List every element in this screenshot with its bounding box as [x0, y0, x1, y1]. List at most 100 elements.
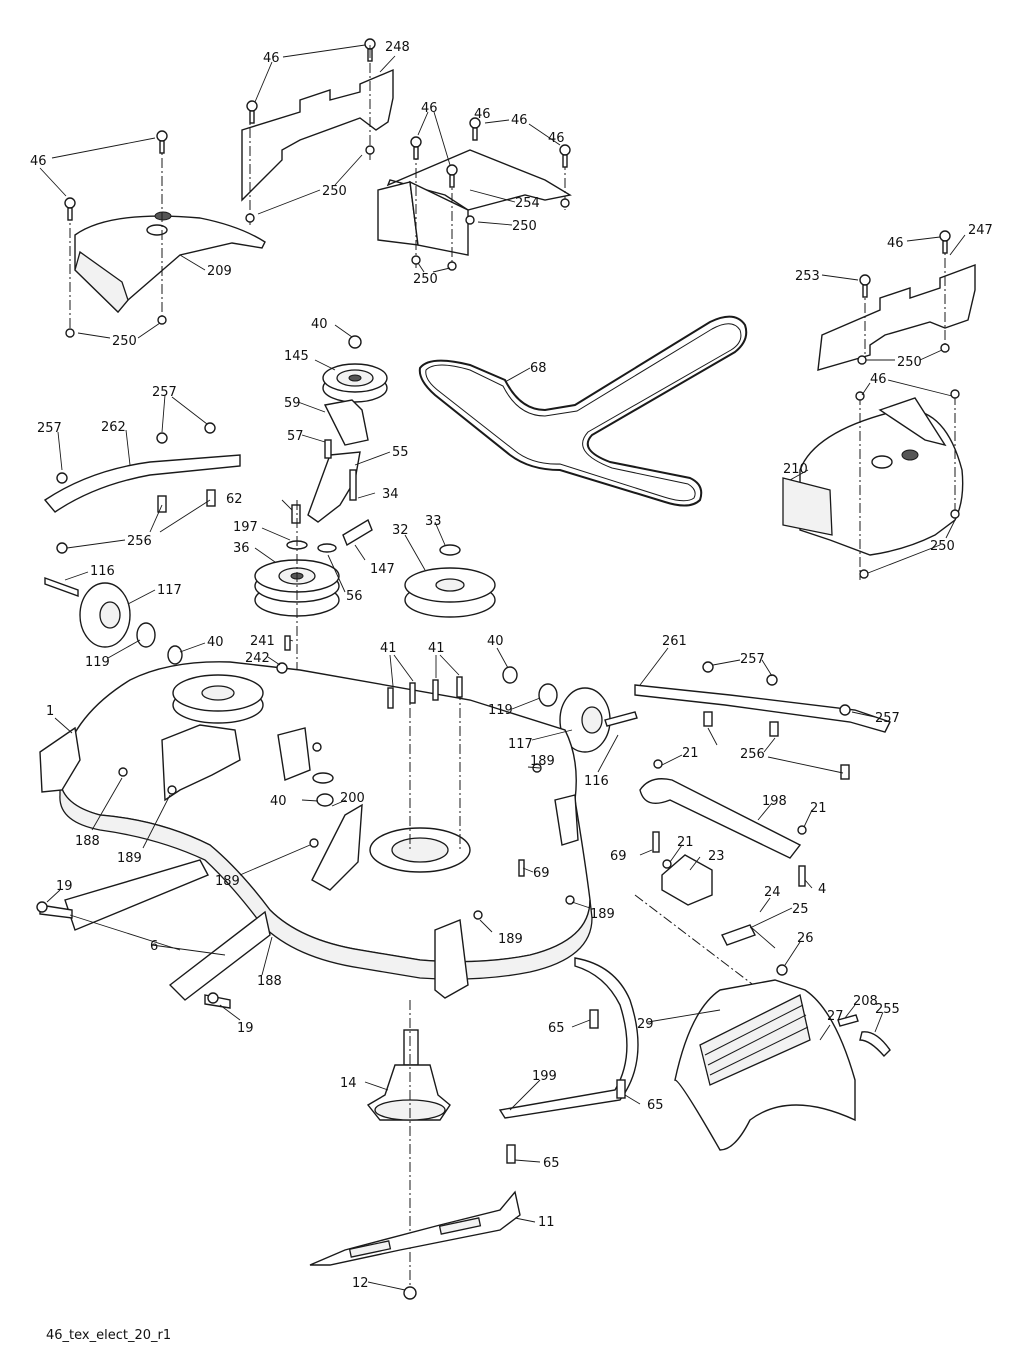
callout-69: 69 [533, 866, 550, 881]
callout-56: 56 [346, 589, 363, 604]
callout-19: 19 [237, 1021, 254, 1036]
callout-256: 256 [127, 534, 152, 549]
callout-6: 6 [150, 939, 158, 954]
wheel-117-right [502, 666, 638, 753]
callout-189: 189 [117, 851, 142, 866]
callout-46: 46 [30, 154, 47, 169]
wheel-117-left [44, 577, 183, 665]
callout-188: 188 [75, 834, 100, 849]
callout-65: 65 [647, 1098, 664, 1113]
callout-40: 40 [207, 635, 224, 650]
callout-27: 27 [827, 1009, 844, 1024]
callout-147: 147 [370, 562, 395, 577]
callout-14: 14 [340, 1076, 357, 1091]
shield-210 [782, 395, 964, 580]
callout-21: 21 [682, 746, 699, 761]
callout-257: 257 [875, 711, 900, 726]
cover-plate-247 [817, 240, 976, 371]
callout-41: 41 [428, 641, 445, 656]
callout-32: 32 [392, 523, 409, 538]
callout-23: 23 [708, 849, 725, 864]
callout-68: 68 [530, 361, 547, 376]
discharge-chute-27 [647, 979, 856, 1151]
callout-250: 250 [322, 184, 347, 199]
callout-250: 250 [413, 272, 438, 287]
mower-deck-1 [39, 661, 593, 999]
callout-256: 256 [740, 747, 765, 762]
chute-arm-199 [498, 957, 639, 1164]
callout-242: 242 [245, 651, 270, 666]
callout-11: 11 [538, 1215, 555, 1230]
callout-117: 117 [157, 583, 182, 598]
callout-117: 117 [508, 737, 533, 752]
callout-65: 65 [548, 1021, 565, 1036]
callout-253: 253 [795, 269, 820, 284]
callout-40: 40 [311, 317, 328, 332]
callout-189: 189 [590, 907, 615, 922]
callout-59: 59 [284, 396, 301, 411]
callout-210: 210 [783, 462, 808, 477]
callout-145: 145 [284, 349, 309, 364]
callout-62: 62 [226, 492, 243, 507]
callout-250: 250 [512, 219, 537, 234]
callout-41: 41 [380, 641, 397, 656]
callout-57: 57 [287, 429, 304, 444]
callout-46: 46 [511, 113, 528, 128]
callout-46: 46 [870, 372, 887, 387]
callout-188: 188 [257, 974, 282, 989]
belt-68 [418, 315, 748, 507]
shield-209 [69, 140, 266, 330]
callout-34: 34 [382, 487, 399, 502]
diagram-reference-code: 46_tex_elect_20_r1 [46, 1328, 172, 1343]
hardware-fasteners [36, 38, 960, 1058]
callout-250: 250 [930, 539, 955, 554]
callout-labels: 46 248 46 46 46 250 209 250 46 46 25 4 25… [30, 40, 993, 1291]
callout-46: 46 [474, 107, 491, 122]
callout-257: 257 [152, 385, 177, 400]
idler-pulley-145 [322, 335, 388, 446]
callout-208: 208 [853, 994, 878, 1009]
callout-262: 262 [101, 420, 126, 435]
idler-arm-55 [307, 439, 373, 547]
callout-119: 119 [85, 655, 110, 670]
callout-21: 21 [677, 835, 694, 850]
callout-255: 255 [875, 1002, 900, 1017]
stabilizer-bar-261 [634, 661, 891, 780]
callout-46: 46 [548, 131, 565, 146]
pulley-32 [404, 544, 496, 618]
callout-33: 33 [425, 514, 442, 529]
callout-198: 198 [762, 794, 787, 809]
callout-26: 26 [797, 931, 814, 946]
blade-11 [309, 1190, 521, 1300]
callout-46: 46 [263, 51, 280, 66]
callout-189: 189 [530, 754, 555, 769]
callout-46: 46 [421, 101, 438, 116]
callout-199: 199 [532, 1069, 557, 1084]
callout-4: 4 [818, 882, 826, 897]
callout-55: 55 [392, 445, 409, 460]
deck-hanger-6 [39, 859, 271, 1009]
callout-209: 209 [207, 264, 232, 279]
callout-21: 21 [810, 801, 827, 816]
callout-248: 248 [385, 40, 410, 55]
cover-plate-248 [241, 45, 394, 225]
callout-200: 200 [340, 791, 365, 806]
callout-250: 250 [112, 334, 137, 349]
bracket-254 [377, 149, 572, 270]
leader-lines [39, 44, 966, 1291]
callout-36: 36 [233, 541, 250, 556]
callout-247: 247 [968, 223, 993, 238]
callout-69: 69 [610, 849, 627, 864]
stabilizer-bar-262 [43, 422, 241, 554]
chute-bracket-198 [634, 778, 802, 991]
callout-250: 250 [897, 355, 922, 370]
callout-25: 25 [792, 902, 809, 917]
callout-241: 241 [250, 634, 275, 649]
pulley-36 [254, 500, 340, 760]
callout-29: 29 [637, 1017, 654, 1032]
callout-116: 116 [90, 564, 115, 579]
callout-189: 189 [498, 932, 523, 947]
callout-261: 261 [662, 634, 687, 649]
callout-24: 24 [764, 885, 781, 900]
